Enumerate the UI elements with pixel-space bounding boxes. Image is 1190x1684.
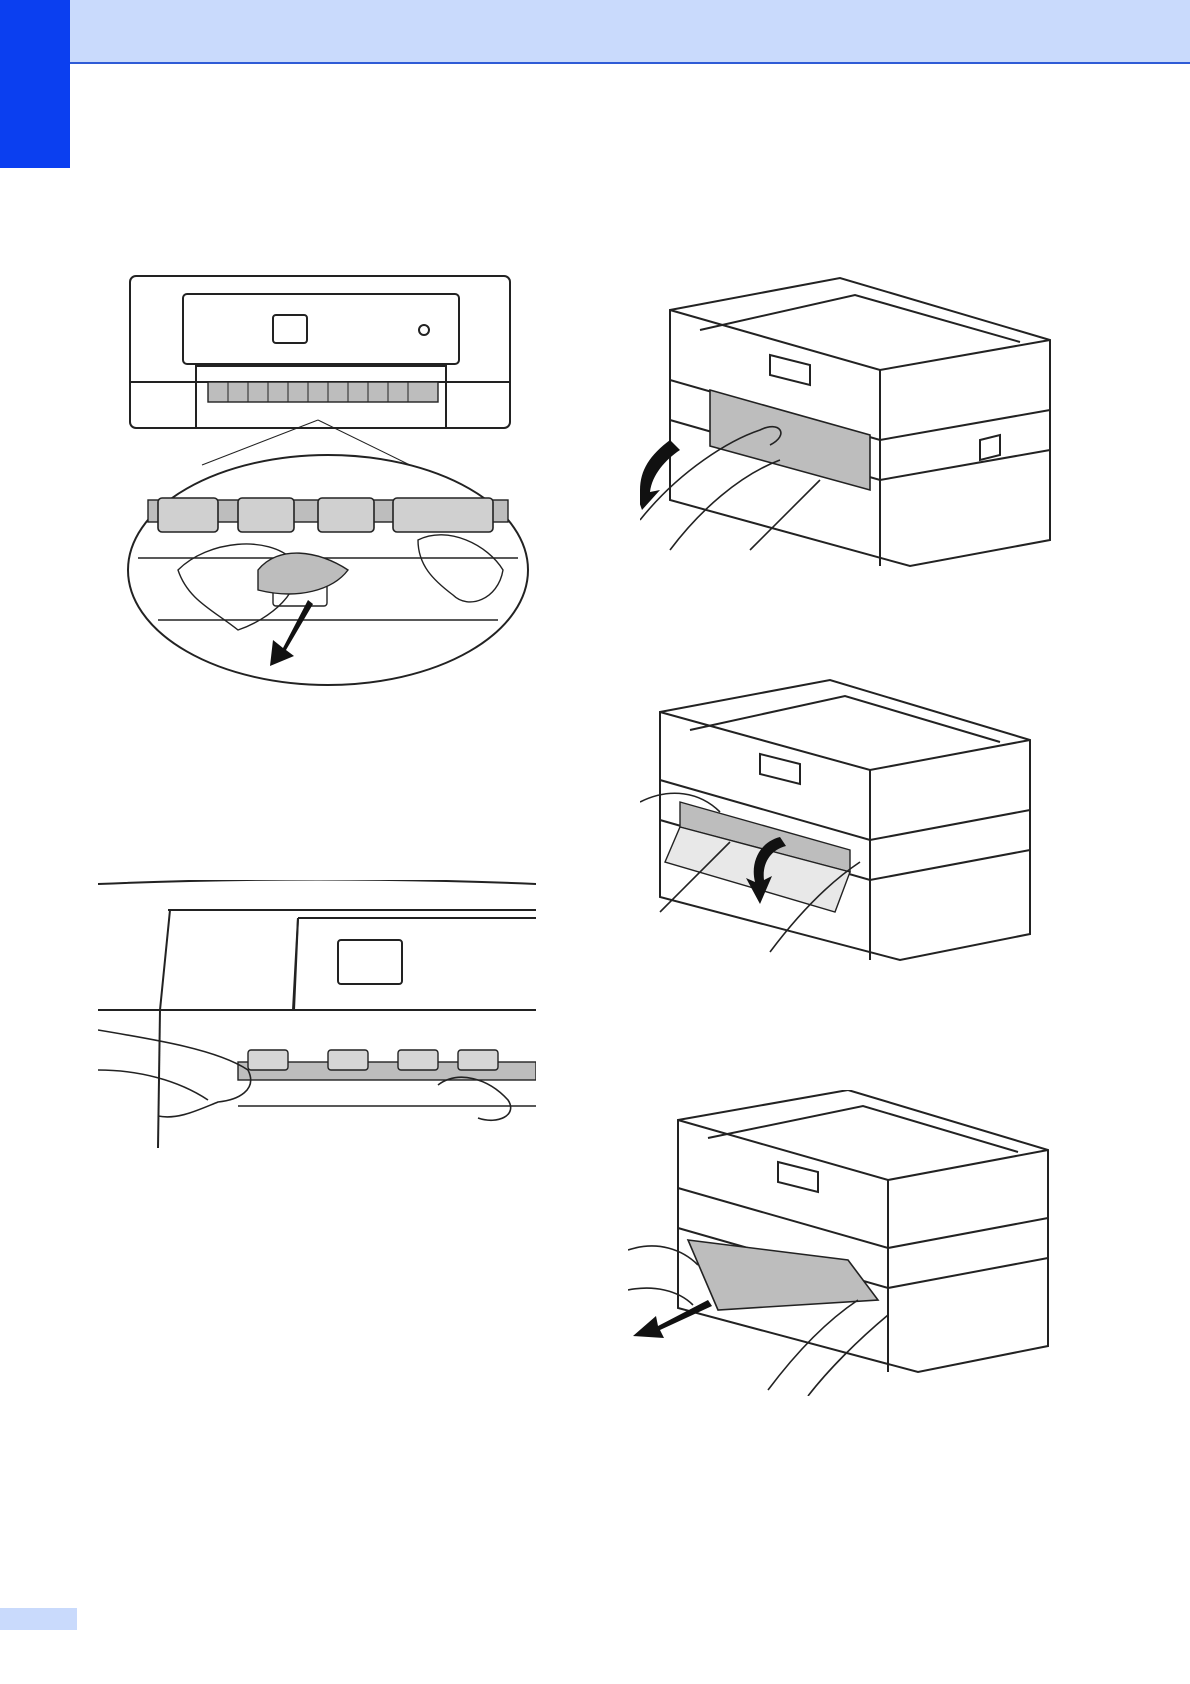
printer-interior-wipe-illustration <box>98 880 536 1148</box>
figure-wipe-rollers-interior <box>98 880 536 1148</box>
printer-iso-pull-paper-illustration <box>628 1090 1056 1396</box>
page-footer-tab <box>0 1608 77 1630</box>
page-header-band <box>0 0 1190 64</box>
figure-open-jam-cover <box>640 270 1060 570</box>
figure-flip-cover-down <box>640 672 1040 962</box>
printer-iso-open-cover-illustration <box>640 672 1040 962</box>
figure-pull-jammed-paper <box>628 1090 1056 1396</box>
printer-iso-pull-cover-illustration <box>640 270 1060 570</box>
printer-front-closeup-illustration <box>118 270 538 690</box>
figure-clean-rollers-front-view <box>118 270 538 690</box>
chapter-side-tab <box>0 0 70 168</box>
